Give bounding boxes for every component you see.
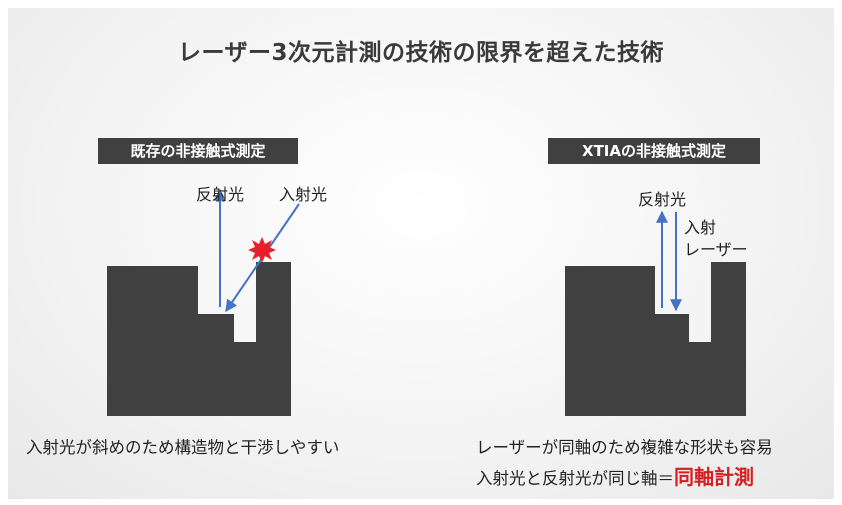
existing-caption: 入射光が斜めのため構造物と干渉しやすい [26,438,340,457]
existing-incident-label: 入射光 [279,185,328,204]
xtia-structure-block [565,262,746,416]
existing-method-label: 既存の非接触式測定 [98,138,298,164]
xtia-incident-label-line1: 入射 [684,218,717,237]
xtia-reflected-label: 反射光 [638,190,687,209]
slide-background [8,8,834,499]
xtia-caption-line2-prefix: 入射光と反射光が同じ軸＝ [476,469,674,488]
interference-burst-icon [248,237,276,263]
xtia-method-label: XTIAの非接触式測定 [548,138,760,164]
page-title: レーザー3次元計測の技術の限界を超えた技術 [177,40,665,66]
xtia-incident-label-line2: レーザー [684,240,748,259]
existing-structure-block [107,262,291,416]
xtia-caption-line2: 入射光と反射光が同じ軸＝同軸計測 [476,461,754,490]
existing-reflected-label: 反射光 [196,185,245,204]
xtia-caption-line1: レーザーが同軸のため複雑な形状も容易 [476,438,773,457]
coaxial-measurement-emphasis: 同軸計測 [674,465,754,489]
